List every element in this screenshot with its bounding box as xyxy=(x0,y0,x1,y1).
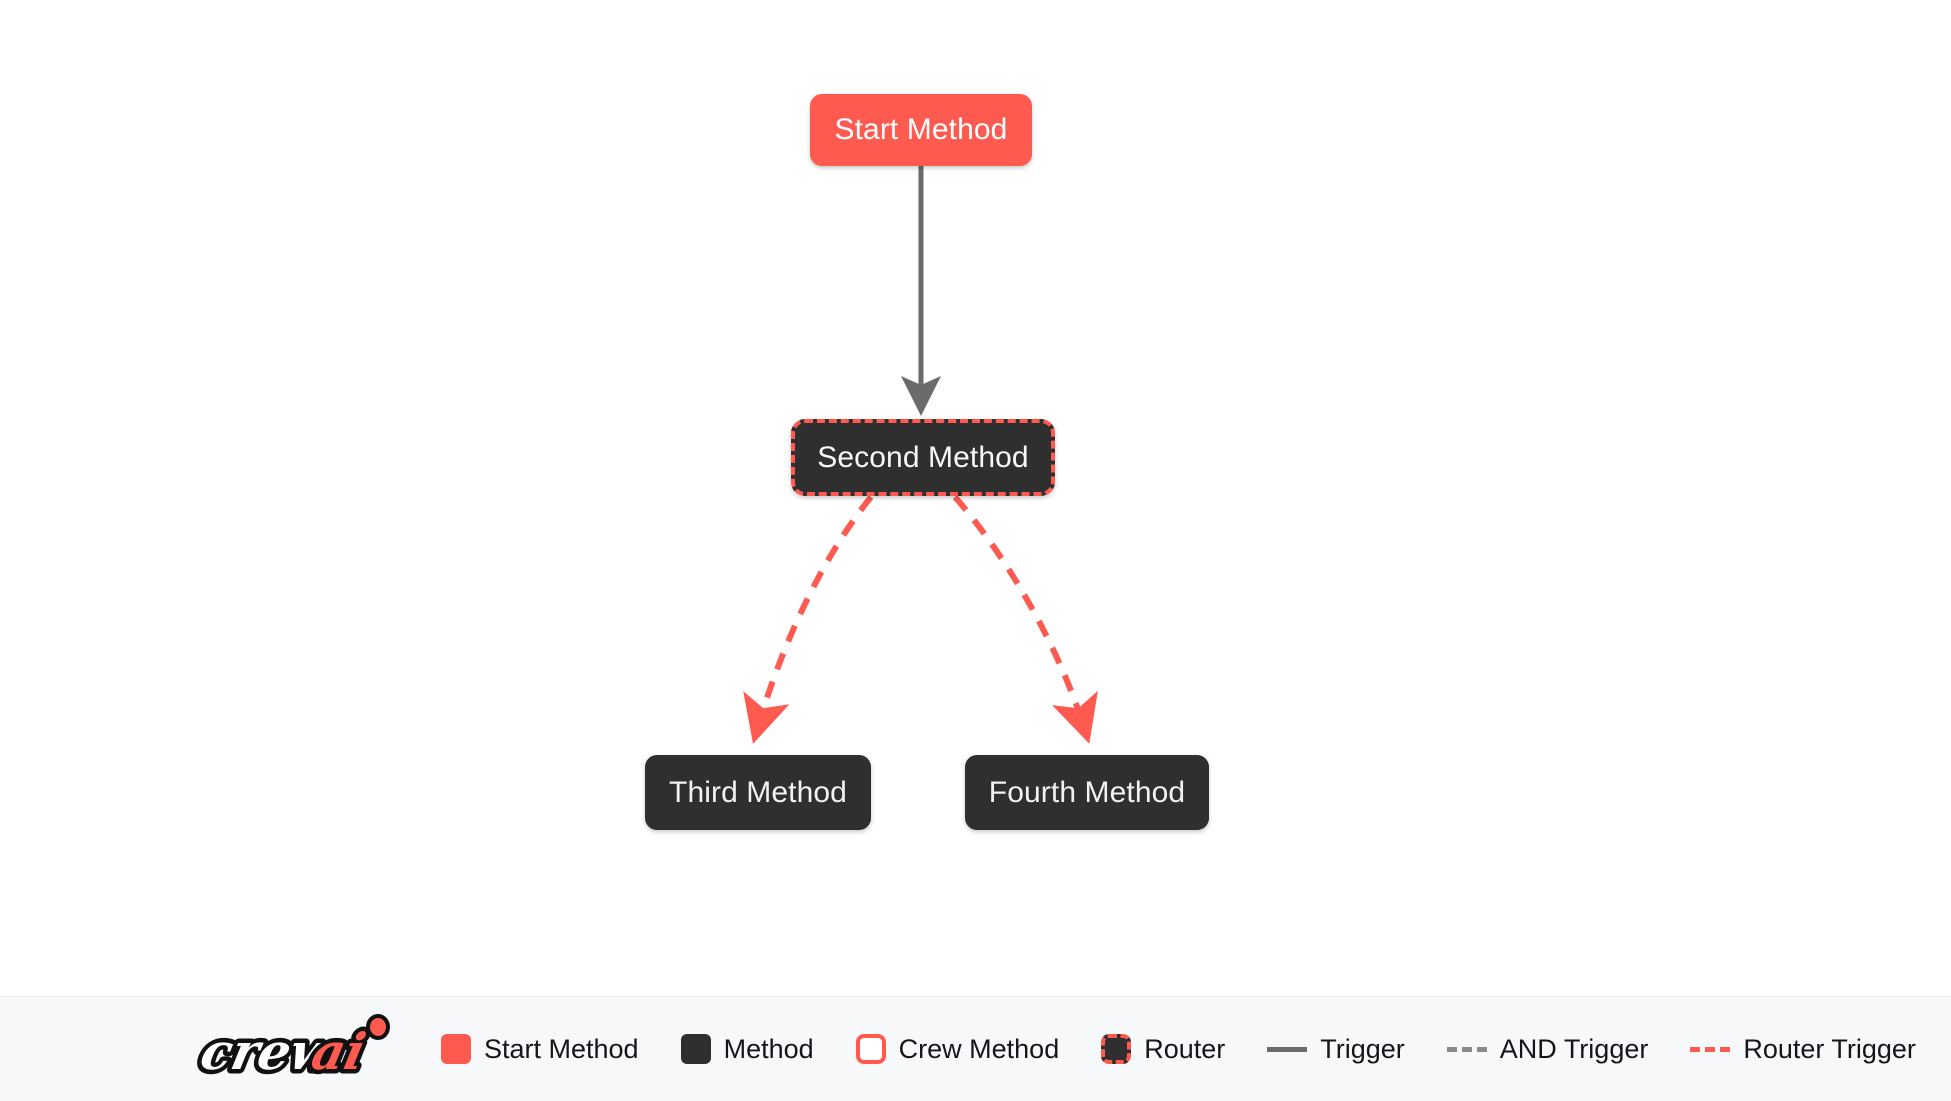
crewai-logo-text-accent: ai xyxy=(307,1023,371,1081)
legend-item-label: Start Method xyxy=(484,1033,639,1064)
legend-item-label: Router Trigger xyxy=(1743,1033,1916,1064)
legend-item-and-trigger: AND Trigger xyxy=(1446,1033,1649,1064)
flow-node-label: Fourth Method xyxy=(988,775,1186,809)
edge-layer xyxy=(743,166,1098,744)
trigger-line-icon xyxy=(1267,1046,1308,1052)
legend-item-crew-method: Crew Method xyxy=(855,1033,1060,1064)
legend-bar: crew crew ai ai Start Method Method Crew… xyxy=(0,996,1951,1101)
flow-node-third-method[interactable]: Third Method xyxy=(645,755,871,830)
crewai-logo: crew crew ai ai xyxy=(191,1014,390,1084)
legend-items-container: crew crew ai ai Start Method Method Crew… xyxy=(188,1014,1951,1084)
legend-item-label: Trigger xyxy=(1320,1033,1405,1064)
flow-node-label: Second Method xyxy=(817,440,1029,474)
flow-node-second-method[interactable]: Second Method xyxy=(791,419,1055,496)
legend-item-label: Crew Method xyxy=(898,1033,1060,1064)
edge-router-trigger-second-to-third xyxy=(743,495,874,744)
flow-node-label: Third Method xyxy=(669,775,847,809)
legend-item-start-method: Start Method xyxy=(441,1034,639,1064)
flow-node-label: Start Method xyxy=(834,113,1008,146)
crewai-logo-text-primary: crew xyxy=(196,1023,341,1081)
crewai-logo-dot xyxy=(366,1014,390,1040)
flow-node-start-method[interactable]: Start Method xyxy=(810,94,1032,166)
legend-item-label: AND Trigger xyxy=(1499,1033,1649,1064)
router-trigger-line-icon xyxy=(1690,1046,1731,1052)
flow-canvas[interactable]: Start Method Second Method Third Method … xyxy=(0,0,1951,996)
legend-item-label: Method xyxy=(723,1033,814,1064)
legend-item-router-trigger: Router Trigger xyxy=(1690,1033,1916,1064)
crewai-logo-outline-primary: crew xyxy=(196,1023,341,1081)
legend-item-trigger: Trigger xyxy=(1267,1033,1405,1064)
flow-node-fourth-method[interactable]: Fourth Method xyxy=(965,755,1209,830)
legend-item-method: Method xyxy=(680,1033,814,1064)
start-method-swatch-icon xyxy=(441,1034,471,1064)
method-swatch-icon xyxy=(680,1034,711,1064)
legend-item-label: Router xyxy=(1144,1033,1226,1064)
edge-router-trigger-second-to-fourth xyxy=(952,495,1098,744)
and-trigger-line-icon xyxy=(1446,1046,1487,1052)
legend-item-router: Router xyxy=(1101,1034,1225,1064)
router-swatch-icon xyxy=(1101,1034,1132,1064)
crew-method-swatch-icon xyxy=(855,1034,886,1064)
